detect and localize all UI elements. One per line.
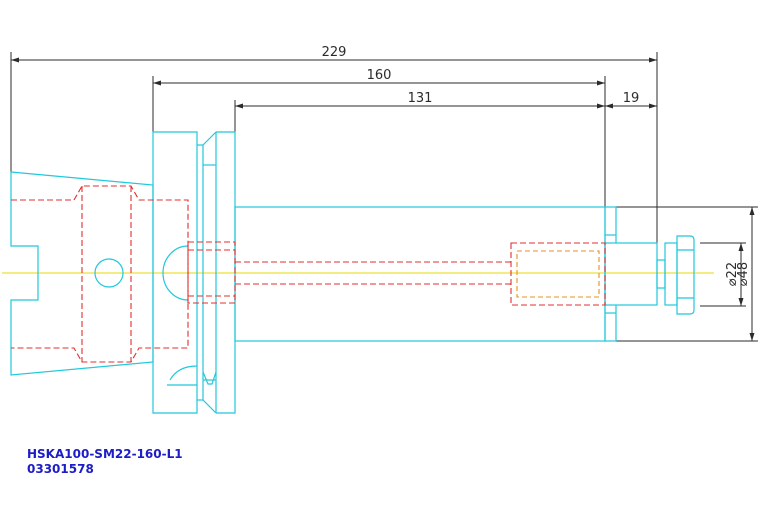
dimension-lines (10, 52, 758, 342)
dim-body-length: 160 (367, 68, 392, 83)
dim-outer-diameter: ⌀48 (736, 262, 751, 286)
dim-overall-length: 229 (322, 45, 347, 60)
dim-projection: 19 (623, 91, 640, 106)
dim-shank-length: 131 (408, 91, 433, 106)
dim-inner-diameter: ⌀22 (725, 262, 740, 286)
part-code: HSKA100-SM22-160-L1 (27, 447, 183, 461)
part-number: 03301578 (27, 462, 94, 476)
pocket-highlight (516, 250, 600, 298)
hidden-lines (11, 185, 606, 363)
dimension-arrows (11, 57, 755, 341)
